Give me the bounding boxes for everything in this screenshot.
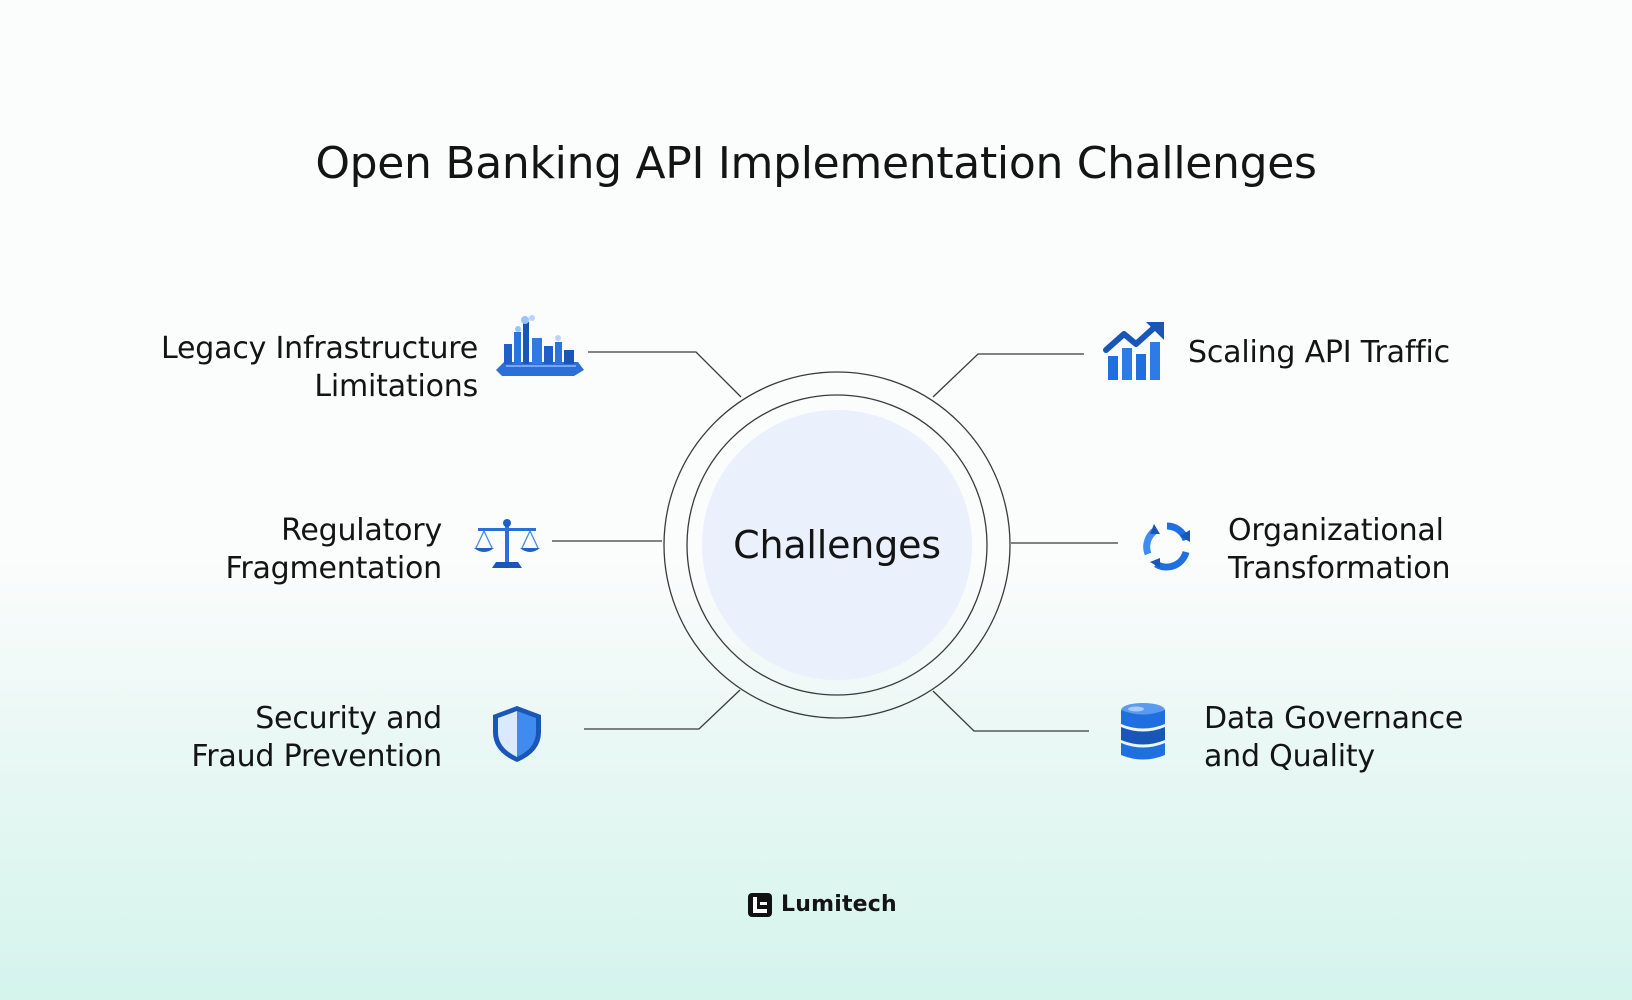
factory-icon: [496, 315, 584, 376]
challenge-scaling-label: Scaling API Traffic: [1188, 334, 1450, 372]
brand-logo: Lumitech: [748, 892, 897, 917]
shield-icon: [493, 706, 541, 762]
center-label: Challenges: [733, 523, 941, 567]
center-node: Challenges: [702, 410, 972, 680]
connector-data: [932, 690, 1089, 732]
challenge-legacy-line-1: Legacy Infrastructure: [161, 331, 478, 366]
page-title: Open Banking API Implementation Challeng…: [315, 138, 1317, 189]
lumitech-logo-icon: [748, 892, 772, 917]
challenge-scaling-line-1: Scaling API Traffic: [1188, 335, 1450, 370]
challenge-security-label: Security and Fraud Prevention: [191, 700, 442, 776]
inner-ring: [686, 394, 988, 696]
challenge-organizational-label: Organizational Transformation: [1228, 512, 1450, 588]
challenge-organizational-line-2: Transformation: [1228, 551, 1451, 586]
brand-name: Lumitech: [781, 892, 897, 917]
refresh-cycle-icon: [1143, 522, 1190, 571]
challenge-legacy-label: Legacy Infrastructure Limitations: [161, 330, 478, 406]
challenge-data-line-2: and Quality: [1204, 739, 1375, 774]
challenge-regulatory-line-2: Fragmentation: [225, 551, 442, 586]
challenge-data-line-1: Data Governance: [1204, 701, 1464, 736]
challenge-security-line-2: Fraud Prevention: [191, 739, 442, 774]
balance-scale-icon: [474, 519, 540, 568]
connector-scaling: [932, 353, 1084, 398]
connector-legacy: [588, 351, 742, 398]
growth-chart-icon: [1103, 322, 1164, 380]
challenge-organizational-line-1: Organizational: [1228, 513, 1444, 548]
challenge-security-line-1: Security and: [255, 701, 442, 736]
outer-ring: [663, 371, 1011, 719]
database-icon: [1121, 703, 1165, 760]
challenge-data-label: Data Governance and Quality: [1204, 700, 1463, 776]
challenge-regulatory-line-1: Regulatory: [281, 513, 442, 548]
connector-security: [584, 689, 741, 730]
challenge-legacy-line-2: Limitations: [314, 369, 478, 404]
challenge-regulatory-label: Regulatory Fragmentation: [225, 512, 442, 588]
